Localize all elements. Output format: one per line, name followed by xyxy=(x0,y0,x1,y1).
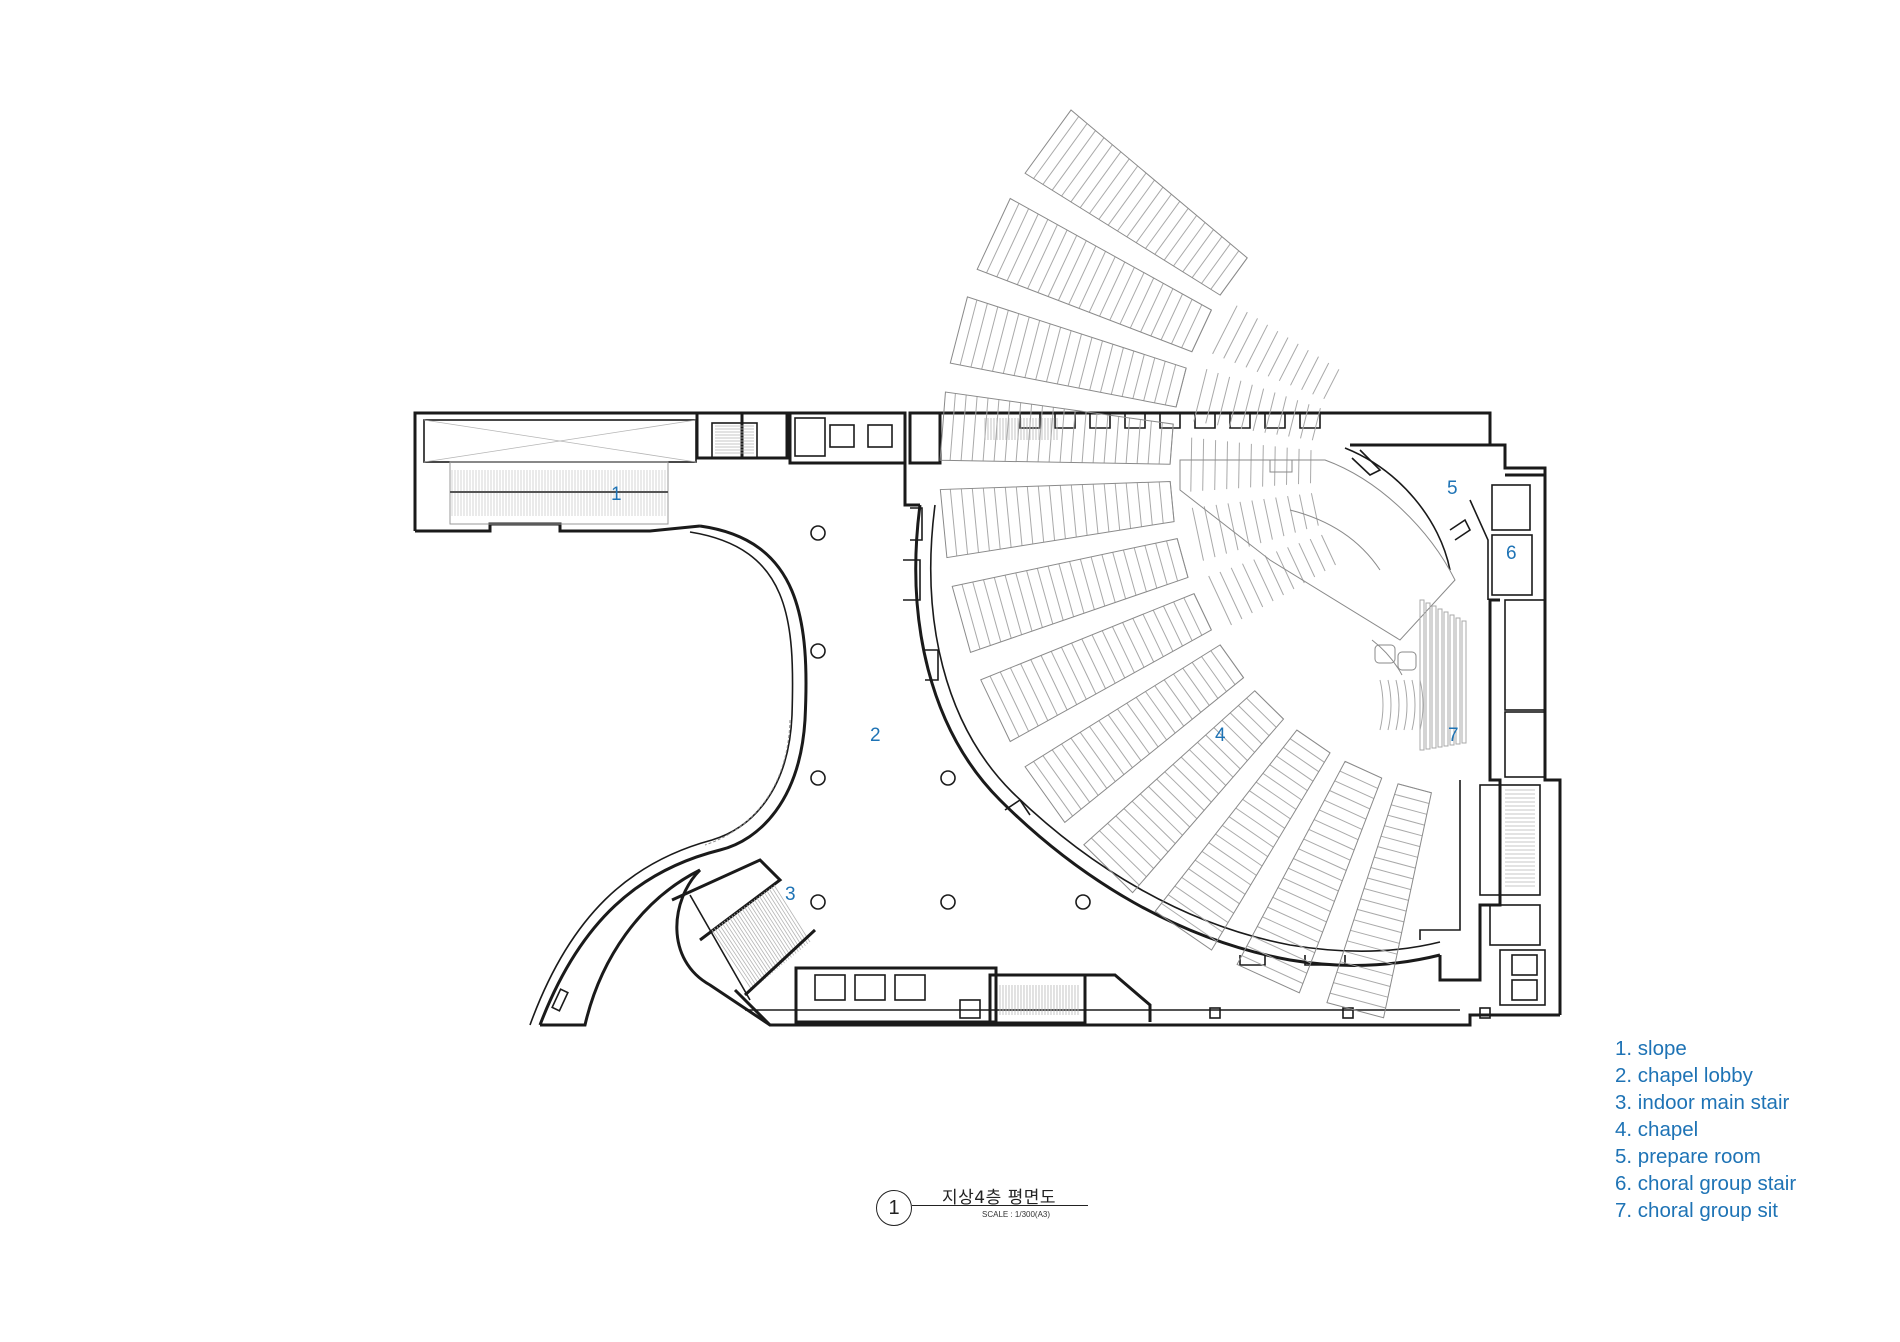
room-label-slope: 1 xyxy=(611,484,622,505)
legend-item: 6. choral group stair xyxy=(1615,1172,1797,1195)
room-label-chapel-lobby: 2 xyxy=(870,725,881,746)
legend-item: 7. choral group sit xyxy=(1615,1199,1778,1222)
main-stair xyxy=(671,858,817,1027)
legend-item: 4. chapel xyxy=(1615,1118,1699,1141)
legend-item: 2. chapel lobby xyxy=(1615,1064,1753,1087)
east-wing-walls xyxy=(1479,443,1562,1015)
chapel-walls xyxy=(903,443,1502,982)
legend-item: 5. prepare room xyxy=(1615,1145,1761,1168)
legend-item: 1. slope xyxy=(1615,1037,1687,1060)
drawing-title-block: 1 지상4층 평면도 SCALE : 1/300(A3) xyxy=(876,1183,1096,1233)
room-label-choral-sit: 7 xyxy=(1448,725,1459,746)
room-label-prepare-room: 5 xyxy=(1447,478,1458,499)
room-legend: 1. slope 2. chapel lobby 3. indoor main … xyxy=(1615,1035,1796,1224)
chapel-pews xyxy=(939,109,1432,1019)
room-label-chapel: 4 xyxy=(1215,725,1226,746)
chapel-inner-pews xyxy=(1190,305,1340,626)
drawing-title: 지상4층 평면도 xyxy=(942,1188,1057,1208)
legend-item: 3. indoor main stair xyxy=(1615,1091,1790,1114)
drawing-scale: SCALE : 1/300(A3) xyxy=(982,1210,1051,1219)
title-underline xyxy=(912,1205,1088,1206)
curved-slope-wall xyxy=(529,524,808,1027)
room-label-choral-stair: 6 xyxy=(1506,543,1517,564)
drawing-number: 1 xyxy=(876,1190,912,1226)
room-label-main-stair: 3 xyxy=(785,884,796,905)
lobby-columns xyxy=(810,525,1091,910)
north-wing-walls xyxy=(413,411,744,533)
north-cores xyxy=(695,411,1492,465)
south-band-walls xyxy=(733,966,1560,1027)
altar-platform xyxy=(1179,459,1467,751)
